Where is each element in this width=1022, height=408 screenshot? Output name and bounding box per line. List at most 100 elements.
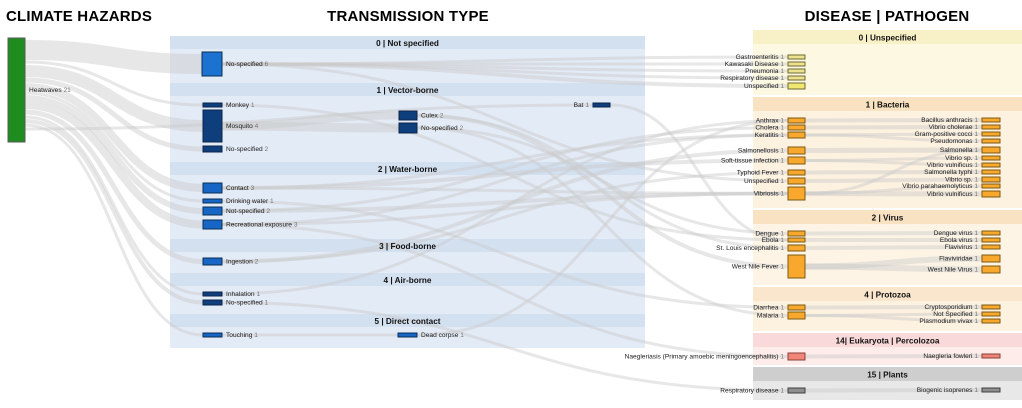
sankey-node-D2c[interactable] xyxy=(787,244,806,252)
sankey-node-D0d[interactable] xyxy=(787,75,806,81)
sankey-node-P2e[interactable] xyxy=(981,265,1001,274)
sankey-node-P1g[interactable] xyxy=(981,162,1001,168)
sankey-node-D14a[interactable] xyxy=(787,352,806,361)
sankey-node-T3a[interactable] xyxy=(202,257,223,266)
flow-link-D2c-P2c xyxy=(804,245,983,250)
flow-link-T3a-D1d xyxy=(221,148,789,264)
flow-link-H-T2b xyxy=(24,91,204,203)
sankey-node-D4a[interactable] xyxy=(787,304,806,311)
sankey-node-D1g[interactable] xyxy=(787,177,806,185)
sankey-node-P15a[interactable] xyxy=(981,387,1001,393)
sankey-node-D1a[interactable] xyxy=(787,117,806,124)
sankey-node-D0b[interactable] xyxy=(787,61,806,67)
sankey-node-P1j[interactable] xyxy=(981,183,1001,189)
transmission-section-band-3 xyxy=(170,239,645,252)
flow-link-T0-D0c xyxy=(221,62,789,73)
flow-link-M1c-D2b xyxy=(609,103,789,242)
sankey-node-P4b[interactable] xyxy=(981,311,1001,317)
node-label-T2a: Contact 3 xyxy=(226,185,255,192)
node-label-D0c: Pneumonia 1 xyxy=(745,68,784,75)
sankey-node-P1f[interactable] xyxy=(981,155,1001,161)
sankey-node-P2a[interactable] xyxy=(981,230,1001,236)
sankey-node-D0e[interactable] xyxy=(787,82,806,90)
node-label-P4a: Cryptosporidium 1 xyxy=(924,304,978,311)
sankey-node-D1b[interactable] xyxy=(787,124,806,131)
sankey-node-P2b[interactable] xyxy=(981,237,1001,243)
sankey-node-D0a[interactable] xyxy=(787,54,806,60)
sankey-node-T2d[interactable] xyxy=(202,219,223,230)
sankey-node-M1a[interactable] xyxy=(398,110,418,121)
node-label-D1e: Soft-tissue infection 1 xyxy=(721,158,784,165)
sankey-node-T4a[interactable] xyxy=(202,291,223,297)
disease-section-label-3: 4 | Protozoa xyxy=(864,291,911,300)
node-label-M1c: Bat 1 xyxy=(574,102,590,109)
sankey-node-T2b[interactable] xyxy=(202,198,223,204)
sankey-node-D0c[interactable] xyxy=(787,68,806,74)
sankey-node-T1c[interactable] xyxy=(202,145,223,153)
sankey-node-P4a[interactable] xyxy=(981,304,1001,310)
flow-link-T2d-D14a xyxy=(221,223,789,358)
sankey-node-P1i[interactable] xyxy=(981,176,1001,183)
flow-link-D1a-P1a xyxy=(804,118,983,123)
sankey-node-D1e[interactable] xyxy=(787,156,806,165)
sankey-node-D1h[interactable] xyxy=(787,186,806,201)
disease-section-band-3 xyxy=(753,287,1022,301)
sankey-node-P1k[interactable] xyxy=(981,190,1001,198)
node-label-T4b: No-specified 1 xyxy=(226,300,268,307)
node-label-D2d: West Nile Fever 1 xyxy=(732,264,785,271)
sankey-node-P1h[interactable] xyxy=(981,169,1001,175)
sankey-node-T5a[interactable] xyxy=(202,332,223,338)
flow-link-H-T2d xyxy=(24,101,204,229)
flow-link-T3a-D1f xyxy=(221,171,789,263)
flow-link-D2a-P2a xyxy=(804,231,983,236)
sankey-node-P1c[interactable] xyxy=(981,131,1001,137)
sankey-node-D1f[interactable] xyxy=(787,169,806,176)
sankey-node-D1d[interactable] xyxy=(787,146,806,155)
flow-link-T1b-M1a xyxy=(221,111,400,130)
sankey-node-T1a[interactable] xyxy=(202,102,223,108)
node-label-P2e: West Nile Virus 1 xyxy=(928,267,979,274)
sankey-node-P1a[interactable] xyxy=(981,117,1001,123)
flow-link-H-T0 xyxy=(24,40,203,74)
sankey-node-P2c[interactable] xyxy=(981,244,1001,250)
node-label-D0a: Gastroenteritis 1 xyxy=(736,54,785,61)
sankey-node-T0[interactable] xyxy=(201,51,223,77)
sankey-node-D15a[interactable] xyxy=(787,387,806,394)
node-label-D1b: Cholera 1 xyxy=(755,125,784,132)
sankey-node-M5a[interactable] xyxy=(397,332,418,338)
sankey-node-P14a[interactable] xyxy=(981,353,1001,359)
sankey-node-H[interactable] xyxy=(7,37,26,143)
transmission-section-band-0 xyxy=(170,36,645,49)
flow-link-T2d-D1h xyxy=(221,192,789,226)
sankey-node-T1b[interactable] xyxy=(202,109,223,143)
sankey-node-M1c[interactable] xyxy=(592,102,611,108)
sankey-node-P4c[interactable] xyxy=(981,318,1001,324)
sankey-node-D1c[interactable] xyxy=(787,131,806,139)
flow-link-H-T1c xyxy=(24,77,204,152)
column-title-climate-hazards: CLIMATE HAZARDS xyxy=(6,8,153,25)
sankey-node-D2d[interactable] xyxy=(787,254,806,279)
sankey-node-P1e[interactable] xyxy=(981,146,1001,154)
sankey-node-T4b[interactable] xyxy=(202,299,223,306)
node-label-M1a: Culex 2 xyxy=(421,113,444,120)
flow-link-D1e-P1f xyxy=(804,156,983,162)
sankey-node-P1b[interactable] xyxy=(981,124,1001,130)
disease-section-band-2 xyxy=(753,210,1022,224)
node-label-D0e: Unspecified 1 xyxy=(744,83,784,90)
sankey-node-M1b[interactable] xyxy=(398,122,418,134)
sankey-node-D2b[interactable] xyxy=(787,237,806,243)
sankey-node-T2c[interactable] xyxy=(202,206,223,216)
sankey-node-D4b[interactable] xyxy=(787,311,806,320)
sankey-node-P2d[interactable] xyxy=(981,254,1001,263)
sankey-node-P1d[interactable] xyxy=(981,138,1001,144)
sankey-node-T2a[interactable] xyxy=(202,182,223,194)
node-label-T2d: Recreational exposure 3 xyxy=(226,222,298,229)
node-label-P2d: Flaviviridae 1 xyxy=(939,256,978,263)
flow-link-D4b-P4b xyxy=(804,312,983,317)
node-label-D1h: Vibriosis 1 xyxy=(754,191,785,198)
flow-link-D2d-P2e xyxy=(804,263,983,273)
node-label-D4a: Diarrhea 1 xyxy=(753,305,784,312)
sankey-node-D2a[interactable] xyxy=(787,230,806,237)
flow-link-T0-D0e xyxy=(221,62,789,88)
node-label-D2c: St. Louis encephalitis 1 xyxy=(716,245,784,252)
